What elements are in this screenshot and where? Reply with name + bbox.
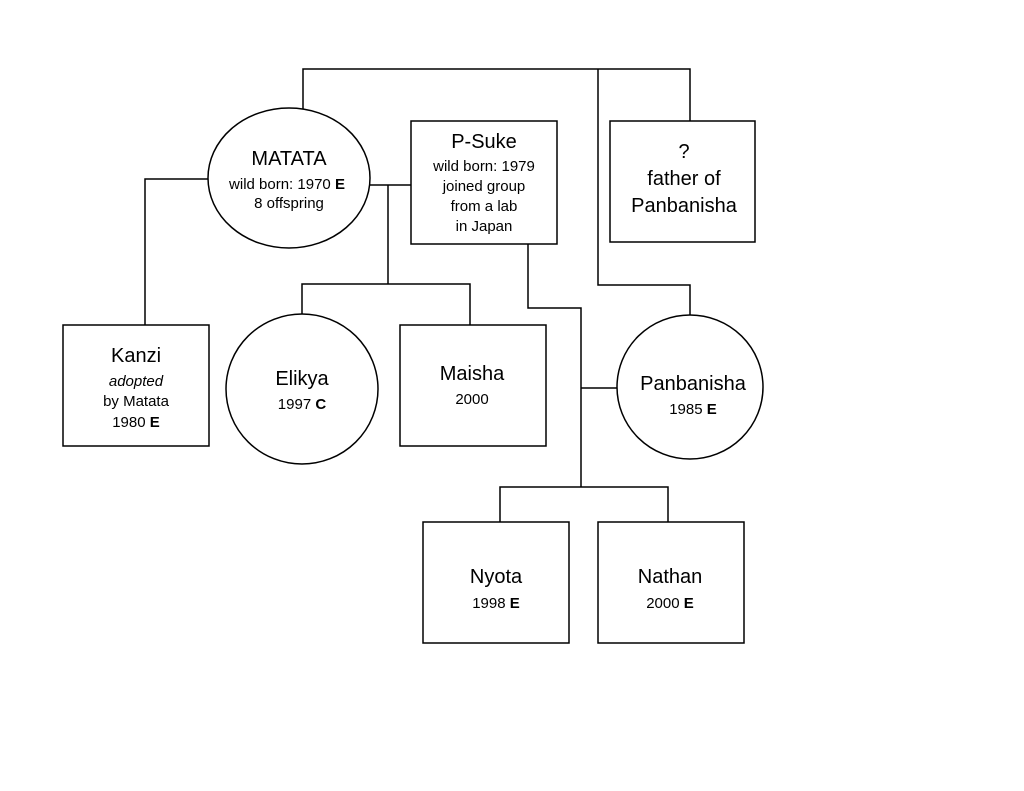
matata-birth: wild born: 1970 E: [228, 176, 345, 193]
kanzi-box: [62, 324, 210, 447]
connector-matata-kanzi: [144, 178, 208, 325]
elikya-circle: [225, 313, 379, 465]
connector-children-bar-1: [301, 283, 471, 325]
father-line-2: father of: [647, 168, 721, 190]
psuke-name: P-Suke: [451, 131, 517, 153]
node-father-of-panbanisha: ? father of Panbanisha: [609, 120, 756, 243]
node-nyota: Nyota 1998 E: [422, 521, 570, 644]
kanzi-name: Kanzi: [111, 345, 161, 367]
nyota-year: 1998 E: [472, 595, 520, 612]
nathan-name: Nathan: [638, 566, 703, 588]
father-line-3: Panbanisha: [631, 195, 738, 217]
psuke-line-3: from a lab: [451, 198, 518, 215]
panbanisha-name: Panbanisha: [640, 373, 747, 395]
father-box: [609, 120, 756, 243]
node-matata: MATATA wild born: 1970 E 8 offspring: [207, 107, 371, 249]
panbanisha-year: 1985 E: [669, 401, 717, 418]
kanzi-note: adopted: [109, 373, 164, 390]
connector-to-panbanisha: [597, 69, 691, 315]
kanzi-adopter: by Matata: [103, 393, 170, 410]
node-maisha: Maisha 2000: [399, 324, 547, 447]
matata-circle: [207, 107, 371, 249]
kanzi-year: 1980 E: [112, 414, 160, 431]
node-elikya: Elikya 1997 C: [225, 313, 379, 465]
node-psuke: P-Suke wild born: 1979 joined group from…: [410, 120, 558, 245]
maisha-box: [399, 324, 547, 447]
matata-offspring: 8 offspring: [254, 195, 324, 212]
connector-psuke-panbanisha: [527, 244, 582, 487]
connector-children-bar-2: [499, 486, 669, 522]
node-nathan: Nathan 2000 E: [597, 521, 745, 644]
psuke-box: [410, 120, 558, 245]
maisha-name: Maisha: [440, 363, 505, 385]
nathan-box: [597, 521, 745, 644]
psuke-line-2: joined group: [442, 178, 526, 195]
father-unknown-mark: ?: [678, 141, 689, 163]
node-panbanisha: Panbanisha 1985 E: [616, 314, 764, 460]
connector-top-bar: [302, 68, 691, 121]
nathan-year: 2000 E: [646, 595, 694, 612]
matata-name: MATATA: [251, 148, 327, 170]
nyota-name: Nyota: [470, 566, 523, 588]
nyota-box: [422, 521, 570, 644]
panbanisha-circle: [616, 314, 764, 460]
elikya-name: Elikya: [275, 368, 329, 390]
psuke-line-1: wild born: 1979: [432, 158, 535, 175]
node-kanzi: Kanzi adopted by Matata 1980 E: [62, 324, 210, 447]
connector-lines: [144, 68, 691, 522]
elikya-year: 1997 C: [278, 396, 327, 413]
maisha-year: 2000: [455, 391, 488, 408]
psuke-line-4: in Japan: [456, 218, 513, 235]
